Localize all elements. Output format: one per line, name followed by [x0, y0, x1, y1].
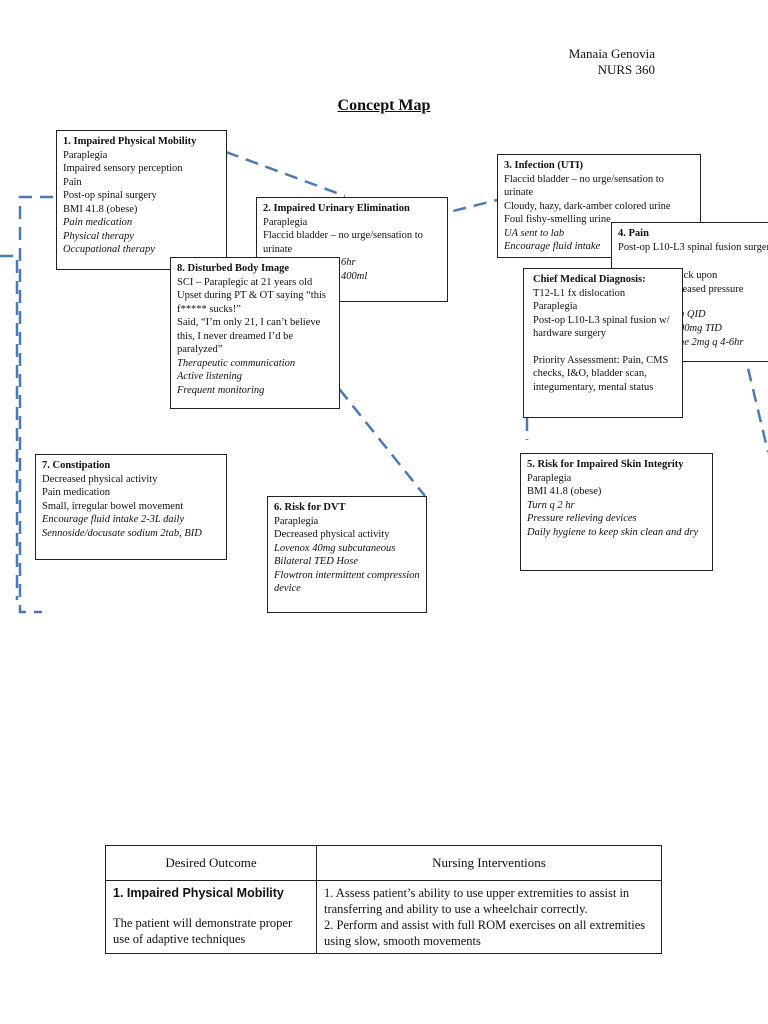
table-row: 1. Impaired Physical Mobility The patien… [105, 880, 662, 954]
box-impaired-physical-mobility: 1. Impaired Physical Mobility Paraplegia… [56, 130, 227, 270]
table-header-row: Desired Outcome Nursing Interventions [105, 845, 662, 881]
box-title: 7. Constipation [42, 460, 111, 471]
box-line: Cloudy, hazy, dark-amber colored urine [504, 200, 671, 212]
box-line: Decreased physical activity [42, 473, 158, 485]
box-line: BMI 41.8 (obese) [63, 203, 138, 215]
connector-left-bracket [18, 195, 53, 614]
box-title: Chief Medical Diagnosis: [533, 274, 646, 285]
box-line: Paraplegia [263, 216, 308, 228]
box-fragment: ack upon [679, 270, 718, 281]
box-intervention: Therapeutic communication [177, 357, 296, 369]
box-fragment: 6hr [341, 257, 356, 268]
box-title: 2. Impaired Urinary Elimination [263, 203, 410, 214]
diagnosis-heading: 1. Impaired Physical Mobility [113, 886, 284, 900]
desired-outcome-cell: 1. Impaired Physical Mobility The patien… [105, 880, 317, 954]
author-name: Manaia Genovia [568, 46, 655, 61]
box-line: Paraplegia [527, 472, 572, 484]
intervention-item: 1. Assess patient’s ability to use upper… [324, 886, 630, 916]
box-line: T12-L1 fx dislocation [533, 287, 626, 299]
box-line: Said, “I’m only 21, I can’t believe this… [177, 317, 321, 355]
intervention-item: 2. Perform and assist with full ROM exer… [324, 918, 646, 948]
box-title: 5. Risk for Impaired Skin Integrity [527, 459, 684, 470]
box-line: Pain medication [42, 487, 110, 498]
box-line: Foul fishy-smelling urine [504, 214, 611, 225]
box-intervention: Encourage fluid intake [504, 241, 601, 252]
box-title: 4. Pain [618, 228, 649, 239]
care-plan-table: Desired Outcome Nursing Interventions 1.… [105, 845, 662, 954]
box-intervention: Flowtron intermittent compression device [274, 569, 420, 595]
box-intervention: Sennoside/docusate sodium 2tab, BID [42, 527, 202, 539]
box-intervention: Daily hygiene to keep skin clean and dry [527, 526, 699, 538]
box-intervention: Lovenox 40mg subcutaneous [274, 542, 396, 554]
box-intervention: UA sent to lab [504, 227, 565, 239]
box-title: 1. Impaired Physical Mobility [63, 136, 197, 147]
box-infection-uti: 3. Infection (UTI) Flaccid bladder – no … [497, 154, 701, 258]
box-line: SCI – Paraplegic at 21 years old [177, 276, 313, 288]
box-risk-for-dvt: 6. Risk for DVT Paraplegia Decreased phy… [267, 496, 427, 613]
box-fragment: reased pressure [679, 284, 744, 295]
box-intervention: Bilateral TED Hose [274, 556, 358, 567]
box-intervention: Pain medication [63, 217, 133, 228]
box-line: Impaired sensory perception [63, 163, 183, 174]
desired-outcome-header: Desired Outcome [105, 845, 317, 881]
box-line: Upset during PT & OT saying “this f*****… [177, 290, 326, 315]
box-title: 6. Risk for DVT [274, 502, 346, 513]
box-intervention: Frequent monitoring [177, 384, 265, 396]
box-intervention: Encourage fluid intake 2-3L daily [42, 514, 185, 525]
box-line: Flaccid bladder – no urge/sensation to u… [504, 173, 664, 199]
box-line: Paraplegia [274, 515, 319, 527]
box-line: Small, irregular bowel movement [42, 500, 184, 512]
box-intervention: Physical therapy [63, 230, 134, 242]
box-fragment: 400ml [341, 271, 368, 282]
box-fragment: g QID [679, 309, 706, 320]
box-line: Paraplegia [533, 301, 578, 312]
box-chief-medical-diagnosis: Chief Medical Diagnosis: T12-L1 fx dislo… [523, 268, 683, 418]
interventions-cell: 1. Assess patient’s ability to use upper… [316, 880, 662, 954]
box-line: Flaccid bladder – no urge/sensation to u… [263, 230, 423, 255]
course-code: NURS 360 [597, 62, 655, 77]
box-line: Pain [63, 176, 82, 188]
box-line: Post-op L10-L3 spinal fusion w/ hardware… [533, 314, 670, 340]
box-constipation: 7. Constipation Decreased physical activ… [35, 454, 227, 560]
nursing-interventions-header: Nursing Interventions [316, 845, 662, 881]
box-disturbed-body-image: 8. Disturbed Body Image SCI – Paraplegic… [170, 257, 340, 409]
box-fragment: ne 2mg q 4-6hr [679, 337, 744, 348]
box-intervention: Occupational therapy [63, 244, 155, 255]
box-intervention: Pressure relieving devices [527, 513, 637, 524]
box-line: Decreased physical activity [274, 529, 390, 540]
page-title: Concept Map [337, 97, 431, 114]
box-line: Post-op spinal surgery [63, 190, 157, 201]
box-line: Paraplegia [63, 149, 108, 161]
outcome-text: The patient will demonstrate proper use … [113, 916, 293, 946]
box-intervention: Active listening [177, 371, 243, 382]
box-intervention: Turn q 2 hr [527, 499, 575, 511]
box-title: 3. Infection (UTI) [504, 160, 584, 171]
box-risk-impaired-skin-integrity: 5. Risk for Impaired Skin Integrity Para… [520, 453, 713, 571]
priority-assessment: Priority Assessment: Pain, CMS checks, I… [533, 354, 669, 393]
connector-left-stub [0, 254, 19, 600]
box-line: Post-op L10-L3 spinal fusion surgery [618, 241, 768, 253]
box-fragment: 00mg TID [679, 323, 722, 334]
box-line: BMI 41.8 (obese) [527, 486, 602, 497]
box-title: 8. Disturbed Body Image [177, 263, 290, 274]
